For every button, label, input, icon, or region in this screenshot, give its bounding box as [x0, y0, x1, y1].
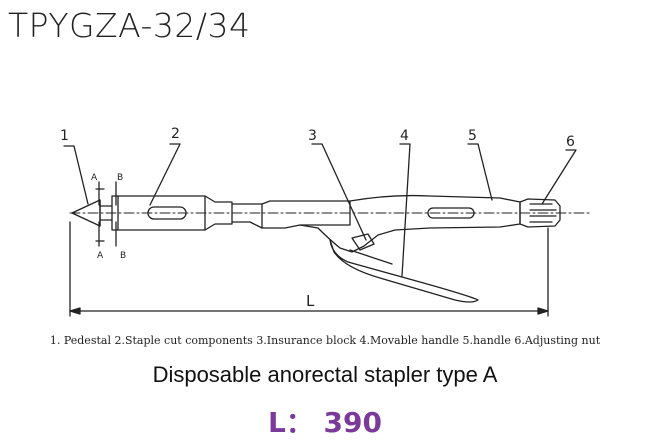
section-mark-a-top: A [91, 173, 98, 183]
section-mark-b-bottom: B [120, 251, 126, 261]
callout-4: 4 [400, 128, 409, 144]
stapler-shaft [231, 200, 351, 229]
staple-cut-component [111, 195, 233, 231]
callout-2: 2 [171, 126, 180, 142]
callout-1: 1 [60, 128, 69, 144]
section-mark-a-bottom: A [97, 251, 104, 261]
adjusting-nut [519, 198, 561, 228]
movable-handle [329, 239, 479, 303]
dimension-label: L [306, 292, 315, 310]
parts-legend: 1. Pedestal 2.Staple cut components 3.In… [49, 334, 601, 347]
callout-5: 5 [468, 128, 477, 144]
length-spec: L： 390 [267, 406, 383, 439]
stapler-technical-drawing: 1 2 3 4 5 6 A B A B L [60, 126, 591, 317]
callout-6: 6 [566, 134, 575, 150]
product-caption: Disposable anorectal stapler type A [152, 362, 498, 387]
section-mark-b-top: B [117, 173, 123, 183]
callout-3: 3 [308, 128, 317, 144]
main-handle-body [299, 194, 521, 253]
insurance-block [351, 233, 375, 251]
product-model-title: TPYGZA-32/34 [8, 6, 251, 45]
